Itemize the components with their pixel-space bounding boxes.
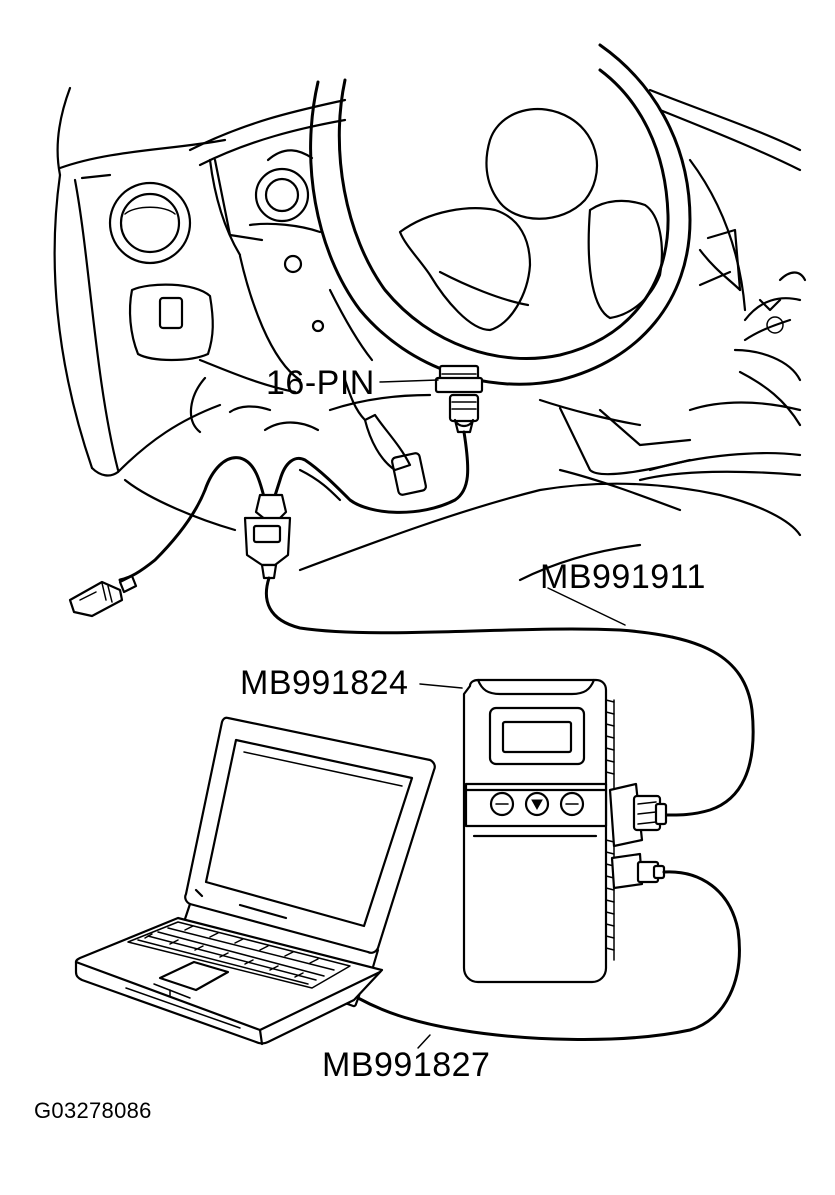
y-cable-mb991911 bbox=[68, 430, 755, 817]
vci-unit-mb991824 bbox=[462, 678, 668, 984]
keyboard-keys bbox=[137, 925, 335, 985]
dashboard-illustration bbox=[53, 43, 807, 582]
label-mb991827: MB991827 bbox=[322, 1046, 491, 1084]
label-16-pin: 16-PIN bbox=[266, 364, 375, 402]
figure-id: G03278086 bbox=[34, 1098, 152, 1123]
16-pin-connector bbox=[434, 364, 484, 394]
obd-plug bbox=[448, 393, 480, 434]
label-mb991824: MB991824 bbox=[240, 664, 409, 702]
laptop-computer bbox=[74, 716, 436, 1046]
label-mb991911: MB991911 bbox=[540, 558, 706, 596]
